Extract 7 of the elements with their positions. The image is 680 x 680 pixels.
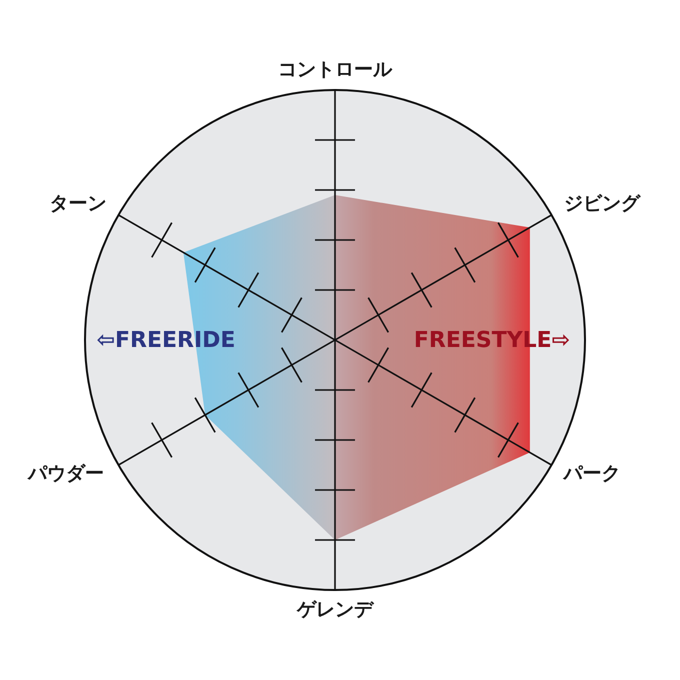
axis-label: ターン (50, 194, 106, 214)
axis-label: コントロール (278, 60, 392, 80)
style-label: ⇦FREERIDE (96, 328, 236, 354)
axis-label: ジビング (564, 194, 640, 214)
axis-label: ゲレンデ (297, 600, 373, 620)
axis-label: パーク (564, 464, 620, 484)
axis-label: パウダー (28, 464, 104, 484)
